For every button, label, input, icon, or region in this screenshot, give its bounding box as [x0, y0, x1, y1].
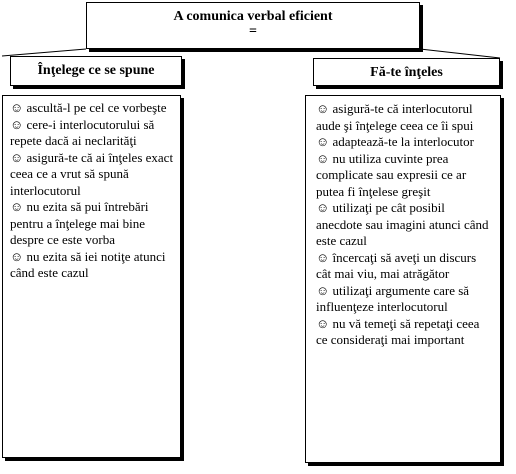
right-heading: Fă-te înţeles: [370, 65, 443, 80]
right-list-item: ☺ nu utiliza cuvinte prea complicate sau…: [316, 150, 467, 199]
left-list-item: ☺ ascultă-l pe cel ce vorbeşte: [10, 100, 167, 115]
connector-right: [419, 48, 501, 59]
left-list-box: ☺ ascultă-l pe cel ce vorbeşte ☺ cere-i …: [2, 95, 181, 458]
right-list-item: ☺ adaptează-te la interlocutor: [316, 134, 474, 149]
right-list-box: ☺ asigură-te că interlocutorul aude şi î…: [305, 95, 501, 463]
connector-left: [1, 48, 87, 57]
main-concept-title: A comunica verbal eficient: [173, 9, 333, 24]
right-list-item: ☺ nu vă temeţi să repetaţi ceea ce consi…: [316, 315, 480, 348]
right-list-item: ☺ utilizaţi argumente care să influenţez…: [316, 282, 470, 315]
main-concept-equals: =: [249, 24, 257, 39]
left-list-item: ☺ cere-i interlocutorului să repete dacă…: [10, 116, 155, 149]
right-list-item: ☺ asigură-te că interlocutorul aude şi î…: [316, 101, 474, 133]
left-list-item: ☺ nu ezita să pui întrebări pentru a înţ…: [10, 199, 149, 247]
right-heading-box: Fă-te înţeles: [313, 58, 500, 86]
right-list-item: ☺ utilizaţi pe cât posibil anecdote sau …: [316, 200, 489, 248]
left-list-item: ☺ nu ezita să iei notiţe atunci când est…: [10, 248, 166, 281]
right-list-item: ☺ încercaţi să aveţi un discurs cât mai …: [316, 249, 477, 282]
left-heading-box: Înţelege ce se spune: [10, 56, 182, 86]
left-list-item: ☺ asigură-te că ai înţeles exact ceea ce…: [10, 149, 174, 198]
main-concept-box: A comunica verbal eficient =: [86, 2, 420, 49]
left-heading: Înţelege ce se spune: [37, 63, 155, 78]
